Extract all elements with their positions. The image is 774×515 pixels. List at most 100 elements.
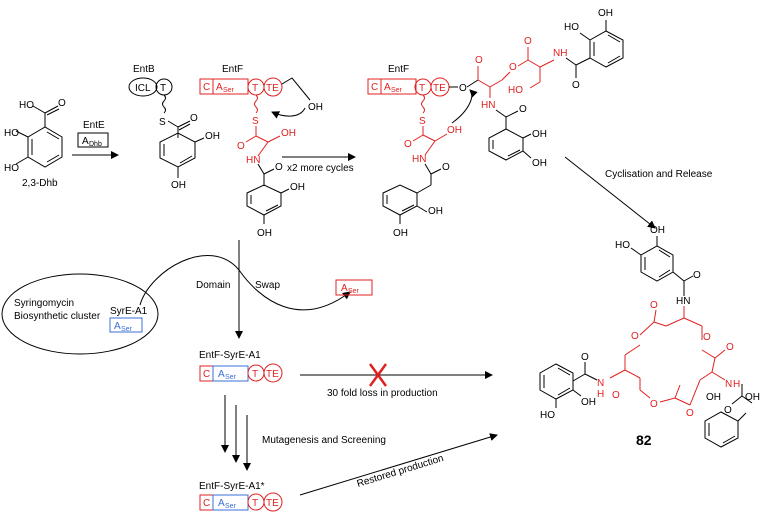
entb-oh1: OH [205, 131, 220, 142]
ente-label: EntE [83, 120, 105, 131]
compound-number: 82 [636, 432, 652, 448]
entf2-oh-side: OH [447, 125, 462, 136]
entf-syre-a1: EntF-SyrE-A1 C A Ser T TE [199, 350, 283, 383]
c82-oh-left1: OH [581, 397, 596, 408]
syringomycin-cluster: Syringomycin Biosynthetic cluster SyrE-A… [1, 273, 159, 355]
c82-oh-right1: OH [706, 392, 721, 403]
entf2-oh-r4: OH [393, 228, 408, 239]
entf2-t-label: T [419, 83, 425, 94]
entf2-nh: NH [553, 48, 567, 59]
swap-out-curve [238, 269, 351, 311]
c82-hn-top: HN [676, 296, 690, 307]
entf2-label: EntF [388, 64, 409, 75]
c82-o-amide-left: O [581, 352, 589, 363]
entf1-label: EntF [222, 64, 243, 75]
entf1-oh-te: OH [308, 102, 323, 113]
entf2-o2: O [404, 139, 412, 150]
entf-syre-label: EntF-SyrE-A1 [199, 350, 261, 361]
syringomycin-label: Syringomycin [14, 298, 74, 309]
c82-o-ring-4: O [650, 399, 658, 410]
entf2-te-label: TE [433, 83, 446, 94]
entf2-c-label: C [371, 82, 378, 93]
syre-aser-sub: Ser [121, 326, 133, 333]
entf2-hn2: HN [412, 154, 426, 165]
adhb-domain [77, 132, 109, 148]
entf2-oh-r2: OH [532, 158, 547, 169]
entf1-te-arm [281, 77, 311, 101]
entf1-attack-arrow [271, 107, 306, 119]
adhb-sub: Dhb [89, 141, 102, 148]
star-c-label: C [203, 498, 210, 509]
loss-label: 30 fold loss in production [327, 388, 438, 399]
entf2-a-sub: Ser [391, 87, 403, 94]
entb-t-label: T [160, 83, 166, 94]
hybrid-a-sub: Ser [225, 374, 237, 381]
compound-82: HO OH O HN O O N O O O O O [539, 225, 760, 448]
entb-label: EntB [133, 64, 155, 75]
entf2-amide-o1: O [572, 80, 580, 91]
c82-o-amide-right: O [724, 405, 732, 416]
hybrid-c-label: C [203, 369, 210, 380]
entf-complex-1: EntF C A Ser T TE OH S O OH HN O OH OH [199, 64, 323, 239]
entf2-oh-top2: OH [598, 8, 613, 19]
entf1-a-label: A [216, 82, 223, 93]
removed-aser-sub: Ser [348, 288, 360, 295]
syringomycin-ellipse [1, 273, 159, 355]
c82-o-amide-top: O [693, 270, 701, 281]
c82-n-right: N [725, 379, 732, 390]
entf1-a-sub: Ser [223, 87, 235, 94]
star-te-domain [263, 492, 283, 512]
c82-ho-top1: HO [615, 240, 630, 251]
entf2-co: O [475, 55, 483, 66]
restored-label: Restored production [356, 453, 445, 490]
domain-swap-step: Domain Swap A Ser [139, 240, 373, 339]
entf2-o-ester: O [509, 62, 517, 73]
ente-step: EntE A Dhb [72, 120, 119, 159]
icl-label: ICL [135, 83, 151, 94]
dhb-label: 2,3-Dhb [22, 178, 58, 189]
entf1-oh-r2: OH [257, 228, 272, 239]
hybrid-a-label: A [218, 369, 225, 380]
entf2-o-link: O [459, 83, 467, 94]
cyclisation-label: Cyclisation and Release [605, 169, 713, 180]
entb-complex: EntB ICL T S O OH OH [128, 64, 220, 191]
entf1-hn: HN [246, 155, 260, 166]
entf-syre-star-label: EntF-SyrE-A1* [199, 481, 265, 492]
c82-oh-top2: OH [650, 225, 665, 236]
entf1-amide-o: O [275, 162, 283, 173]
restored-arrow [299, 433, 498, 496]
hybrid-te-domain [263, 363, 283, 383]
entb-oh2: OH [171, 180, 186, 191]
entf2-ppant [421, 94, 425, 114]
entf1-oh-r1: OH [290, 182, 305, 193]
syre-aser-a: A [114, 321, 121, 332]
mutagenesis-step: Mutagenesis and Screening [221, 395, 386, 471]
c82-o-ring-3: O [612, 390, 620, 401]
star-a-sub: Ser [225, 503, 237, 510]
entf2-amide-o2: O [519, 104, 527, 115]
entf1-t-label: T [252, 83, 258, 94]
star-te-label: TE [266, 498, 279, 509]
hybrid-te-label: TE [266, 369, 279, 380]
entf1-ppant [254, 94, 258, 114]
c82-o-ring-1: O [650, 300, 658, 311]
entf1-oh: OH [281, 128, 296, 139]
dhb-molecule: HO O HO HO 2,3-Dhb [4, 98, 66, 189]
entf1-o: O [237, 141, 245, 152]
entf2-a-domain [380, 78, 417, 95]
c82-h-right: H [733, 379, 740, 390]
entb-ppant [162, 94, 166, 114]
syre-aser-domain [109, 317, 143, 333]
entf1-s: S [252, 116, 259, 127]
entf2-ho: HO [508, 85, 523, 96]
entf2-oh-r1: OH [532, 129, 547, 140]
loss-step: 30 fold loss in production [300, 363, 493, 399]
removed-aser-a: A [341, 283, 348, 294]
cycles-label: x2 more cycles [287, 163, 354, 174]
entb-s: S [159, 117, 166, 128]
c82-o-ring-7: O [726, 342, 734, 353]
swap-in-curve [139, 255, 240, 306]
entf2-hn1: HN [481, 100, 495, 111]
